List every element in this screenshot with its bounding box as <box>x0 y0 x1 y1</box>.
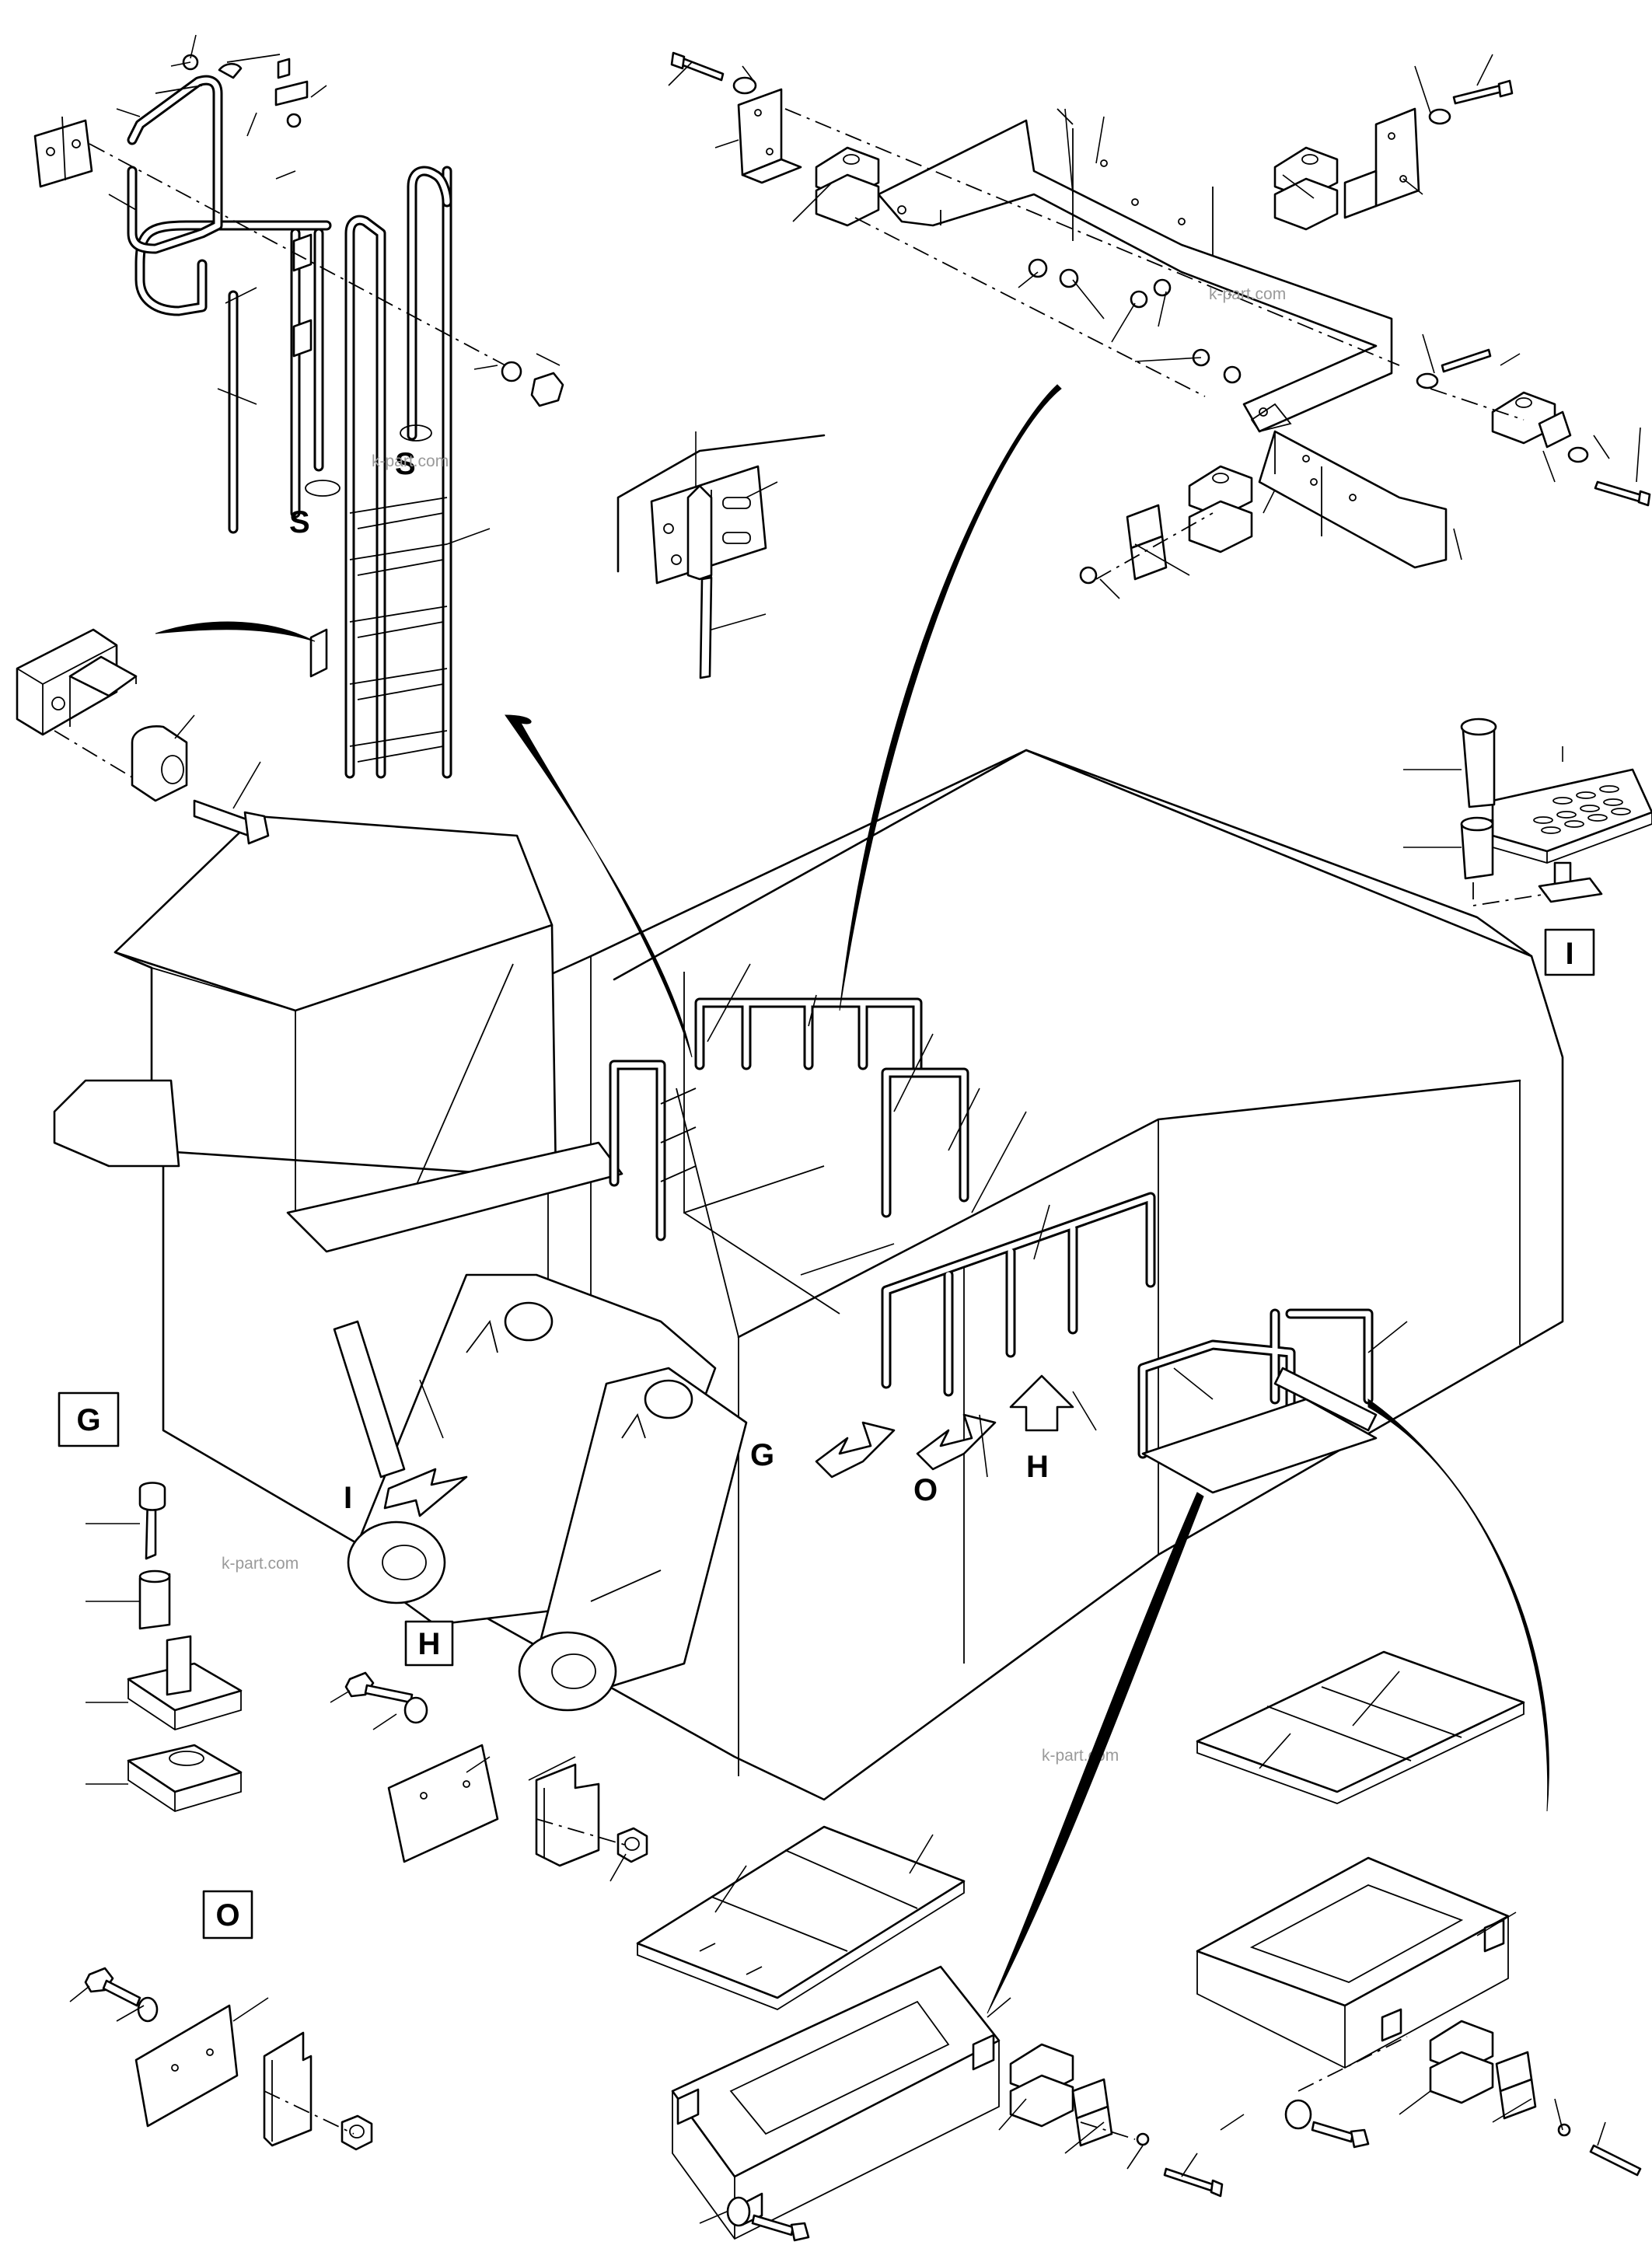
detail-box-i <box>1544 928 1595 976</box>
view-arrow-o <box>916 1413 997 1471</box>
view-label-h: H <box>1026 1450 1049 1484</box>
detail-box-g-label: G <box>76 1403 100 1437</box>
machine-body <box>53 749 1564 1801</box>
detail-box-h-label: H <box>418 1627 441 1661</box>
detail-h: H <box>330 1620 648 1882</box>
view-label-s-right: S <box>395 447 416 481</box>
watermark-4: k-part.com <box>372 452 449 470</box>
pivot-detail <box>16 628 270 845</box>
detail-o: O <box>69 1890 373 2151</box>
view-label-o: O <box>913 1473 938 1507</box>
ladder-assembly: S S <box>33 34 564 779</box>
detail-pointers <box>155 384 1549 2014</box>
view-arrow-h <box>1009 1374 1074 1432</box>
hinge-detail <box>616 431 826 679</box>
detail-box-o-label: O <box>215 1898 239 1933</box>
watermark-2: k-part.com <box>222 1555 299 1573</box>
step-trays: k-part.com <box>636 1650 1642 2242</box>
view-label-g: G <box>750 1438 774 1472</box>
detail-box-o <box>202 1890 253 1940</box>
machine-leaders: k-part.com <box>372 452 1408 1478</box>
detail-box-g <box>58 1391 120 1447</box>
bracket-assembly: k-part.com <box>668 51 1651 599</box>
view-arrows <box>333 1320 1074 1517</box>
watermark-1: k-part.com <box>1209 285 1286 303</box>
detail-box-h <box>404 1620 454 1667</box>
view-arrow-i <box>383 1468 468 1517</box>
watermark-3: k-part.com <box>1042 1747 1119 1765</box>
step-detail: I <box>1403 718 1652 976</box>
view-label-i: I <box>344 1481 352 1515</box>
view-arrow-g <box>815 1421 896 1479</box>
view-label-s-left: S <box>289 505 310 539</box>
platform-railings <box>609 997 1378 1494</box>
detail-box-i-label: I <box>1565 937 1573 971</box>
detail-g: G k-part.com <box>58 1391 299 1812</box>
